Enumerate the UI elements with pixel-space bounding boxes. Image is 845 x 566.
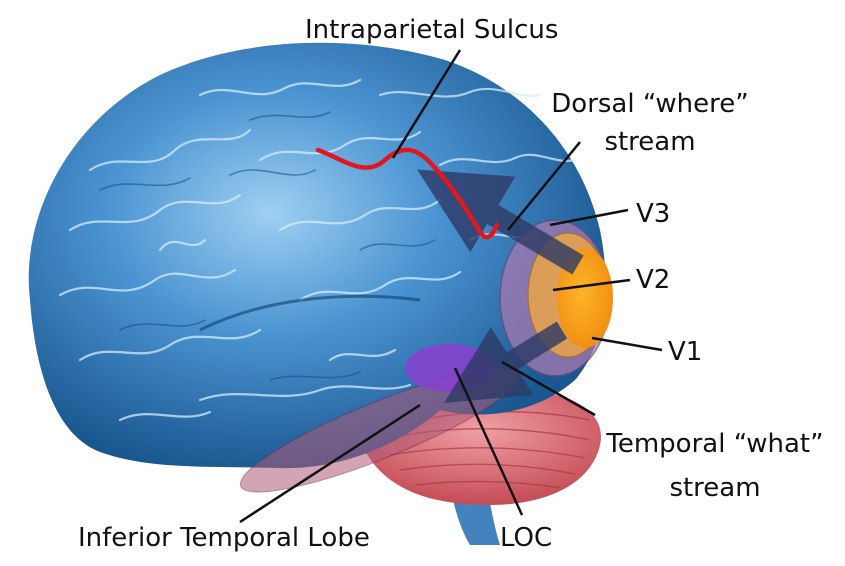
label-temporal-stream-line2: stream — [590, 472, 840, 504]
label-dorsal-stream-line2: stream — [535, 126, 765, 158]
leader-v1 — [592, 338, 662, 350]
label-intraparietal-sulcus: Intraparietal Sulcus — [305, 14, 558, 46]
label-inferior-temporal-lobe: Inferior Temporal Lobe — [78, 522, 370, 554]
label-loc: LOC — [500, 522, 552, 554]
label-temporal-stream-line1: Temporal “what” — [590, 428, 840, 460]
label-dorsal-stream-line1: Dorsal “where” — [535, 88, 765, 120]
label-v2: V2 — [636, 264, 670, 296]
label-v3: V3 — [636, 198, 670, 230]
label-v1: V1 — [668, 336, 702, 368]
